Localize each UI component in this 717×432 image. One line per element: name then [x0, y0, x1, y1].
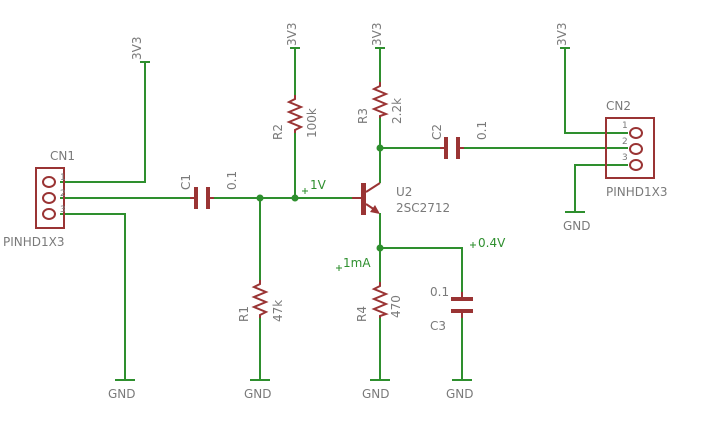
svg-text:GND: GND: [244, 387, 272, 401]
gnd-cn1: GND: [108, 379, 136, 401]
r1-value: 47k: [271, 300, 285, 322]
supply-3v3-r2: 3V3: [285, 23, 300, 62]
gnd-c3: GND: [446, 379, 474, 401]
connector-cn1: CN1 PINHD1X3 1 2 3: [3, 149, 75, 249]
c2-name: C2: [430, 124, 444, 140]
emitter-voltage-label: 0.4V: [470, 236, 506, 250]
svg-text:1V: 1V: [310, 178, 327, 192]
svg-text:GND: GND: [446, 387, 474, 401]
capacitor-c3: 0.1 C3: [430, 285, 473, 333]
svg-text:3V3: 3V3: [285, 23, 299, 46]
r1-name: R1: [237, 306, 251, 322]
svg-text:0.4V: 0.4V: [478, 236, 506, 250]
c3-name: C3: [430, 319, 446, 333]
svg-text:3V3: 3V3: [130, 37, 144, 60]
u2-name: U2: [396, 185, 412, 199]
cn2-pin-2: 2: [622, 137, 628, 147]
cn1-pin-1: 1: [60, 173, 66, 183]
cn1-pin-2: 2: [60, 189, 66, 199]
svg-text:GND: GND: [563, 219, 591, 233]
gnd-cn2: GND: [563, 211, 591, 233]
r4-value: 470: [389, 295, 403, 318]
r2-name: R2: [271, 124, 285, 140]
cn2-pin-1: 1: [622, 121, 628, 131]
resistor-r3: R3 2.2k: [356, 82, 404, 124]
cn2-value: PINHD1X3: [606, 185, 668, 199]
cn1-value: PINHD1X3: [3, 235, 65, 249]
svg-text:GND: GND: [362, 387, 390, 401]
c1-name: C1: [179, 174, 193, 190]
emitter-current-label: 1mA: [336, 256, 371, 271]
gnd-r4: GND: [362, 379, 390, 401]
voltage-annotations: 1V 1mA 0.4V: [302, 178, 506, 271]
supply-3v3-cn1: 3V3: [130, 37, 150, 63]
resistor-r2: R2 100k: [271, 95, 319, 140]
cn2-name: CN2: [606, 99, 631, 113]
r4-name: R4: [355, 306, 369, 322]
capacitor-c2: C2 0.1: [430, 121, 489, 159]
c3-value: 0.1: [430, 285, 449, 299]
cn1-pin-3: 3: [60, 205, 66, 215]
cn1-name: CN1: [50, 149, 75, 163]
capacitor-c1: C1 0.1: [179, 171, 239, 209]
svg-text:3V3: 3V3: [370, 23, 384, 46]
base-voltage-label: 1V: [302, 178, 327, 194]
r3-value: 2.2k: [390, 98, 404, 124]
supply-3v3-cn2: 3V3: [555, 23, 570, 62]
svg-text:GND: GND: [108, 387, 136, 401]
svg-text:1mA: 1mA: [343, 256, 371, 270]
supply-3v3-r3: 3V3: [370, 23, 385, 62]
r3-name: R3: [356, 108, 370, 124]
resistor-r1: R1 47k: [237, 280, 285, 322]
net-wires: [60, 62, 628, 380]
connector-cn2: CN2 PINHD1X3 1 2 3: [605, 99, 668, 199]
junction-dots: [256, 144, 384, 252]
r2-value: 100k: [305, 108, 319, 138]
transistor-u2: U2 2SC2712: [352, 182, 450, 215]
c1-value: 0.1: [225, 171, 239, 190]
svg-text:3V3: 3V3: [555, 23, 569, 46]
c2-value: 0.1: [475, 121, 489, 140]
cn2-pin-3: 3: [622, 153, 628, 163]
resistor-r4: R4 470: [355, 282, 403, 322]
u2-value: 2SC2712: [396, 201, 450, 215]
gnd-r1: GND: [244, 379, 272, 401]
